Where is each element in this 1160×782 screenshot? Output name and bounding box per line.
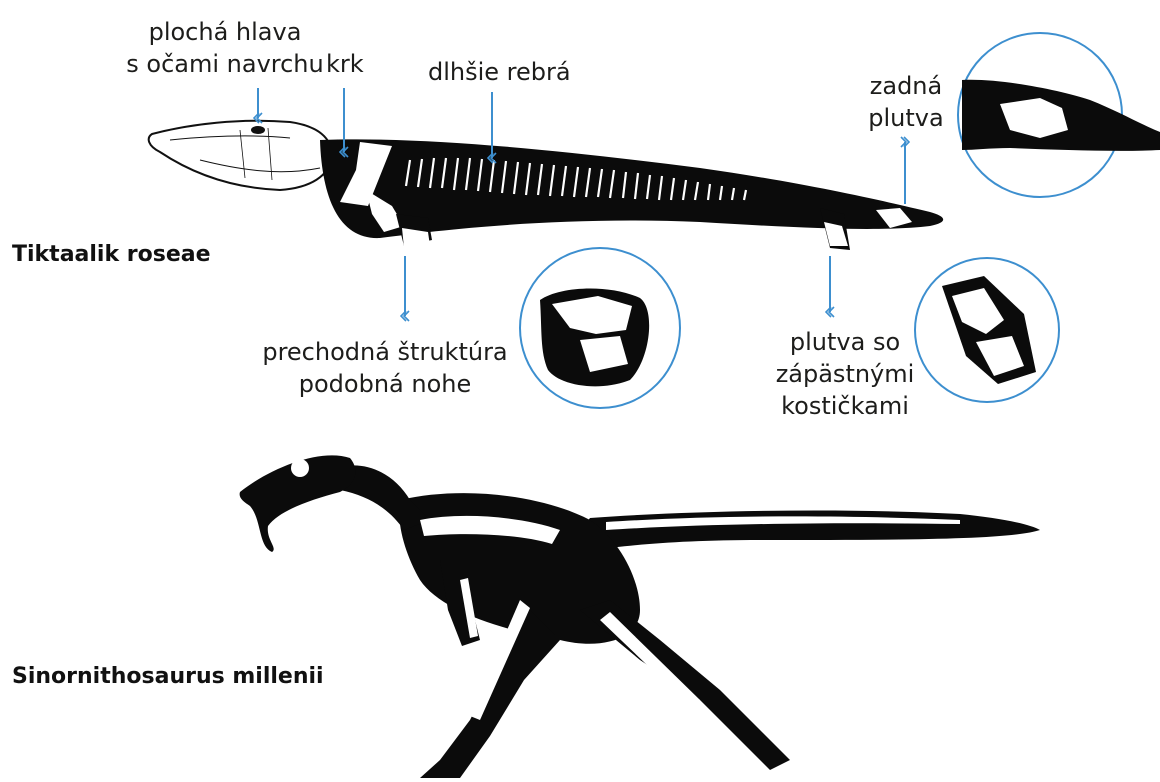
species-sinornithosaurus: Sinornithosaurus millenii [12,664,324,689]
neck-label: krk [326,48,364,80]
transitional-structure-label: prechodná štruktúra podobná nohe [250,336,520,400]
wrist-fin-label-line2: zápästnými [770,358,920,390]
sinornithosaurus-silhouette [240,455,1040,778]
species-tiktaalik: Tiktaalik roseae [12,242,211,267]
flat-head-label-line1: plochá hlava [120,16,330,48]
wrist-fin-label-line3: kostičkami [770,390,920,422]
rear-fin-inset [958,33,1160,197]
wrist-fin-inset [915,258,1059,402]
transitional-limb-inset [520,248,680,408]
flat-head-label: plochá hlava s očami navrchu [120,16,330,80]
flat-head-label-line2: s očami navrchu [120,48,330,80]
transitional-label-line2: podobná nohe [250,368,520,400]
transitional-label-line1: prechodná štruktúra [250,336,520,368]
rear-fin-label: zadná plutva [856,70,956,134]
wrist-fin-label-line1: plutva so [770,326,920,358]
rear-fin-label-line2: plutva [856,102,956,134]
rear-fin-label-line1: zadná [856,70,956,102]
tiktaalik-silhouette [149,121,943,250]
wrist-fin-label: plutva so zápästnými kostičkami [770,326,920,422]
ribs-label: dlhšie rebrá [428,56,571,88]
